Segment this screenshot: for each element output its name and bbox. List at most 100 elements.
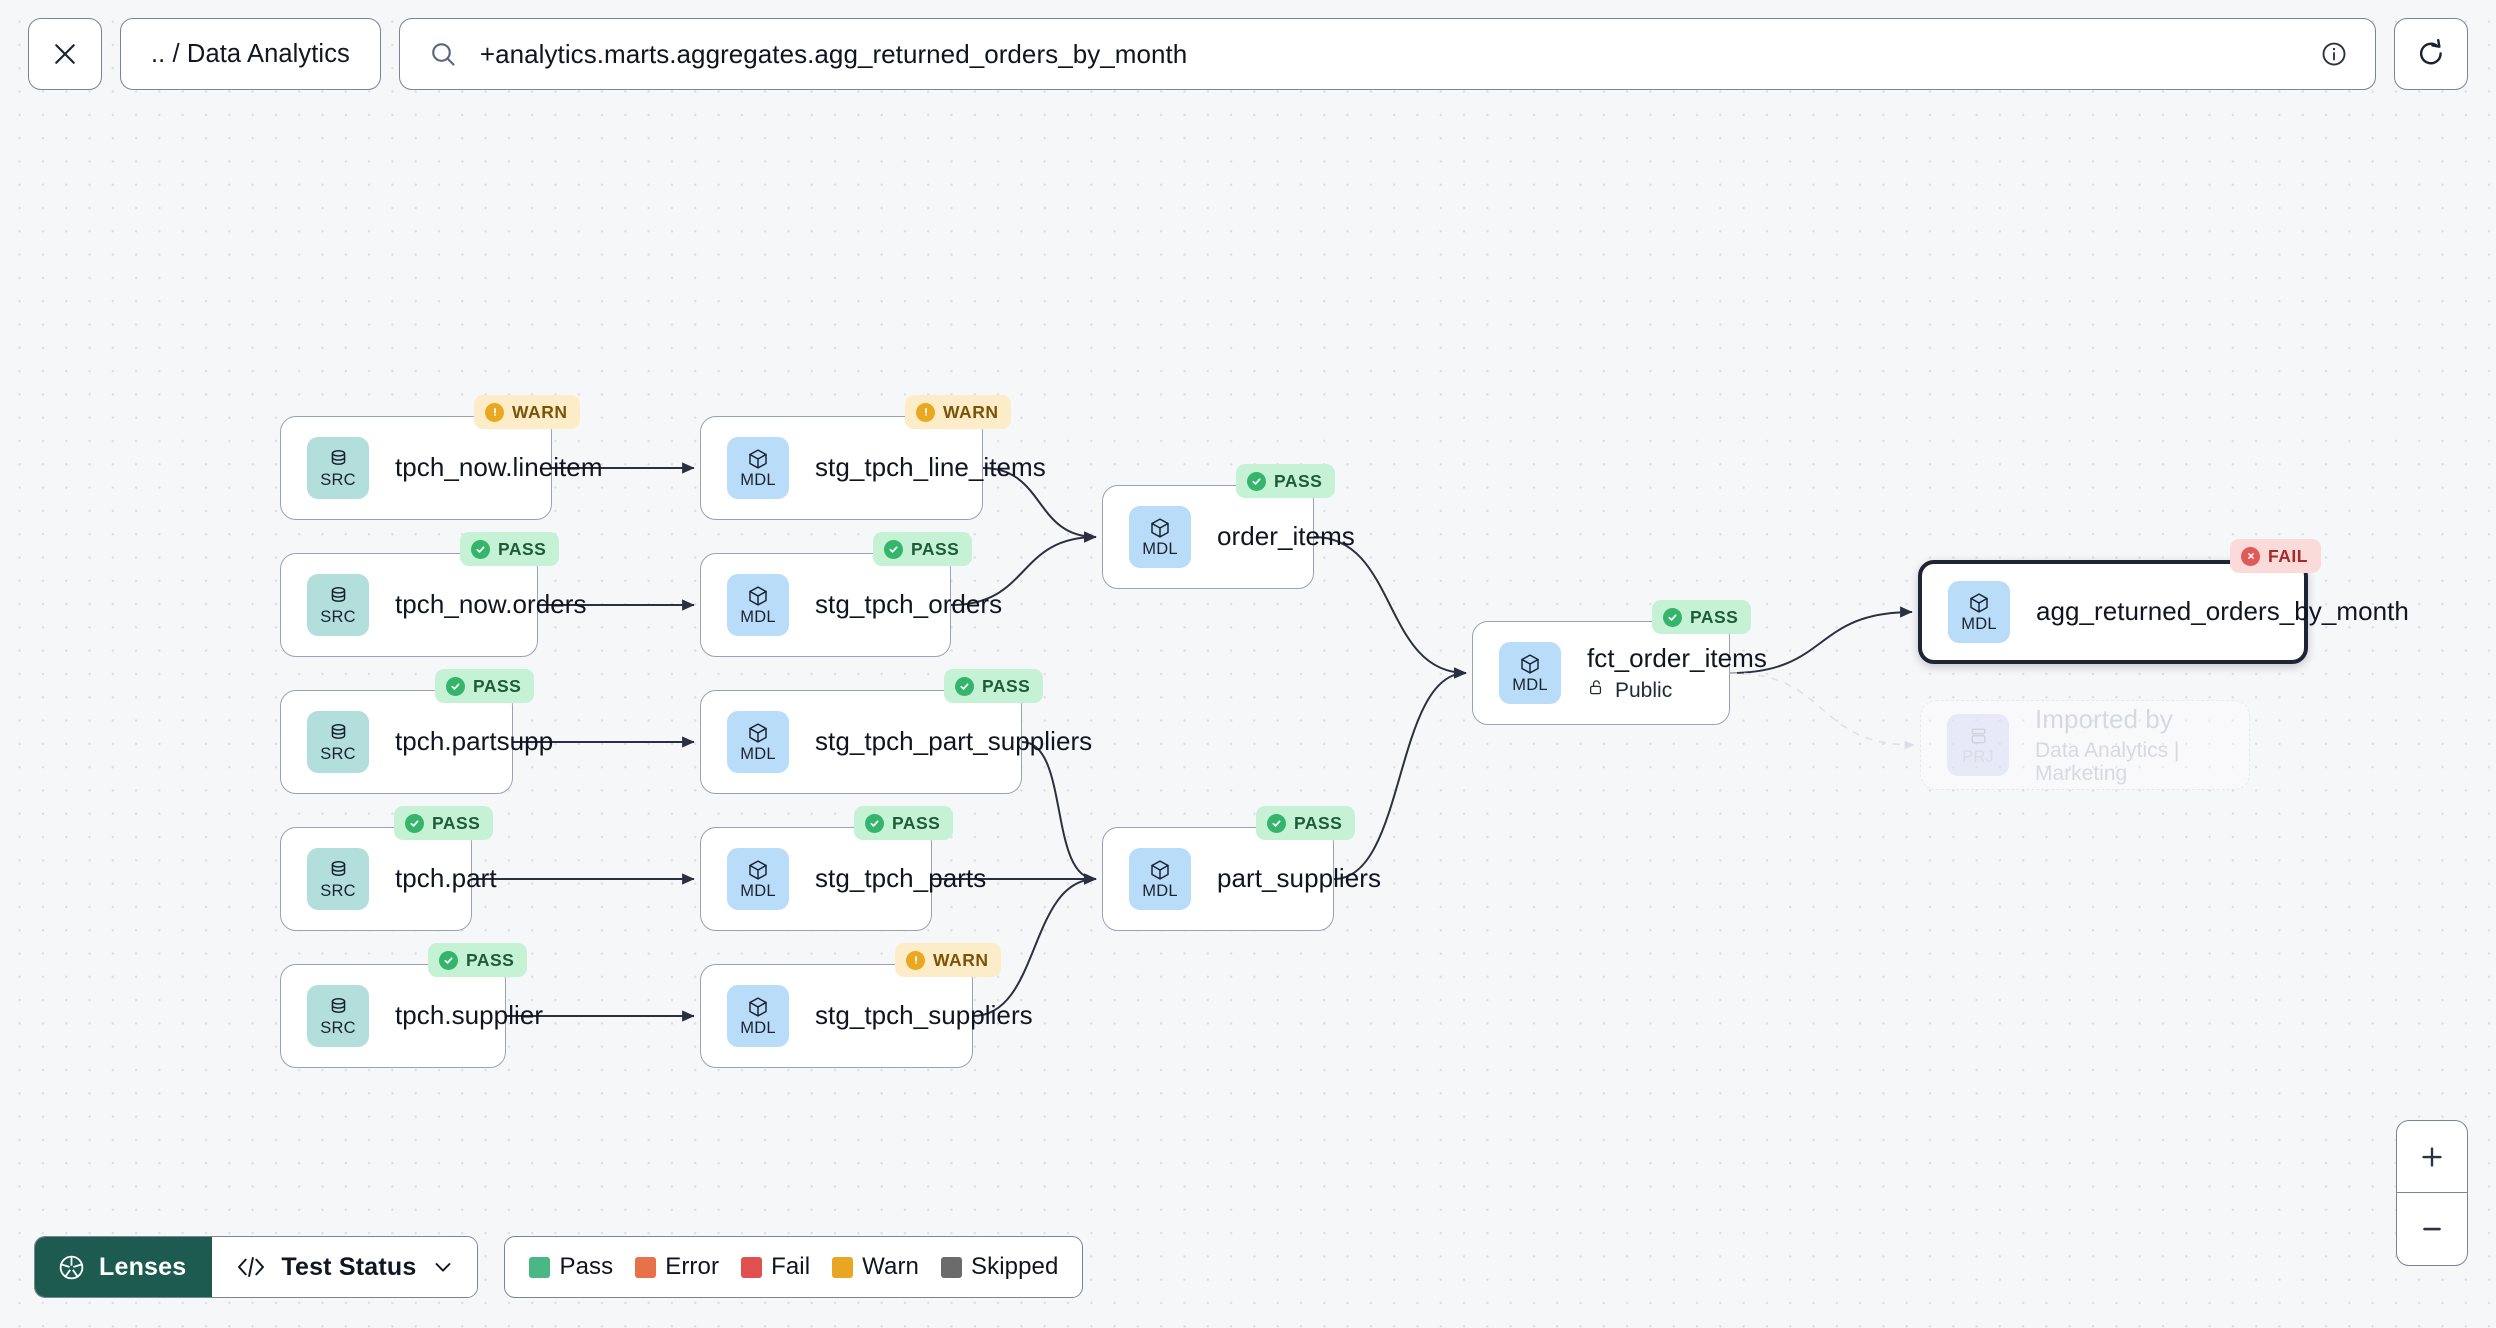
status-legend: Pass Error Fail Warn Skipped bbox=[504, 1236, 1084, 1298]
legend-swatch bbox=[941, 1256, 963, 1278]
status-badge-warn: WARN bbox=[905, 395, 1012, 429]
mdl-type-chip: MDL bbox=[1948, 581, 2010, 643]
mdl-type-chip: MDL bbox=[727, 574, 789, 636]
node-subtitle-row: Data Analytics | Marketing bbox=[2035, 739, 2223, 785]
lenses-label: Lenses bbox=[99, 1252, 187, 1281]
zoom-controls bbox=[2396, 1120, 2468, 1266]
mdl-type-chip: MDL bbox=[727, 848, 789, 910]
code-icon bbox=[236, 1254, 266, 1280]
legend-label: Fail bbox=[771, 1253, 811, 1280]
legend-swatch bbox=[635, 1256, 657, 1278]
node-title: agg_returned_orders_by_month bbox=[2036, 596, 2409, 627]
node-type-label: MDL bbox=[1961, 615, 1997, 634]
node-title: stg_tpch_parts bbox=[815, 863, 987, 894]
status-badge-warn: WARN bbox=[895, 943, 1002, 977]
status-icon bbox=[485, 402, 504, 422]
legend-label: Skipped bbox=[971, 1253, 1059, 1280]
legend-swatch bbox=[832, 1256, 854, 1278]
src-type-chip: SRC bbox=[307, 985, 369, 1047]
refresh-button[interactable] bbox=[2394, 18, 2468, 90]
status-icon bbox=[439, 950, 458, 970]
node-subtitle-row: Public bbox=[1587, 678, 1703, 702]
graph-node-src_lineitem[interactable]: SRC tpch_now.lineitem bbox=[280, 416, 603, 520]
node-text: stg_tpch_line_items bbox=[815, 452, 1046, 483]
legend-item-pass[interactable]: Pass bbox=[529, 1253, 613, 1281]
breadcrumb[interactable]: .. / Data Analytics bbox=[120, 18, 381, 90]
legend-item-warn[interactable]: Warn bbox=[832, 1253, 919, 1281]
zoom-in-button[interactable] bbox=[2397, 1121, 2467, 1193]
node-text: tpch_now.orders bbox=[395, 590, 586, 619]
node-type-label: SRC bbox=[320, 470, 356, 489]
status-label: FAIL bbox=[2268, 545, 2308, 566]
node-title: part_suppliers bbox=[1217, 863, 1382, 894]
zoom-out-button[interactable] bbox=[2397, 1193, 2467, 1265]
status-badge-pass: PASS bbox=[435, 669, 535, 703]
node-text: part_suppliers bbox=[1217, 863, 1382, 894]
legend-item-skipped[interactable]: Skipped bbox=[941, 1253, 1058, 1281]
legend-item-error[interactable]: Error bbox=[635, 1253, 719, 1281]
status-icon bbox=[1663, 607, 1682, 627]
graph-node-part_suppliers[interactable]: MDL part_suppliers bbox=[1102, 827, 1382, 931]
graph-node-src_part[interactable]: SRC tpch.part bbox=[280, 827, 497, 931]
status-icon bbox=[906, 950, 925, 970]
node-type-label: MDL bbox=[1142, 882, 1178, 901]
info-icon[interactable] bbox=[2319, 39, 2349, 69]
lenses-button[interactable]: Lenses bbox=[35, 1237, 213, 1297]
legend-swatch bbox=[741, 1256, 763, 1278]
graph-node-src_supplier[interactable]: SRC tpch.supplier bbox=[280, 964, 543, 1068]
node-type-label: SRC bbox=[320, 881, 356, 900]
minus-icon bbox=[2417, 1214, 2447, 1244]
status-icon bbox=[916, 402, 935, 422]
node-text: tpch.part bbox=[395, 864, 497, 893]
graph-node-stg_orders[interactable]: MDL stg_tpch_orders bbox=[700, 553, 1003, 657]
node-text: order_items bbox=[1217, 522, 1355, 551]
search-input[interactable]: +analytics.marts.aggregates.agg_returned… bbox=[398, 18, 2376, 90]
node-title: stg_tpch_orders bbox=[815, 589, 1003, 620]
search-value[interactable]: +analytics.marts.aggregates.agg_returned… bbox=[479, 38, 1188, 69]
graph-node-order_items[interactable]: MDL order_items bbox=[1102, 485, 1355, 589]
status-icon bbox=[405, 813, 424, 833]
node-type-label: PRJ bbox=[1962, 747, 1994, 766]
node-text: tpch_now.lineitem bbox=[395, 452, 603, 483]
node-title: stg_tpch_part_suppliers bbox=[815, 726, 1093, 757]
src-type-chip: SRC bbox=[307, 848, 369, 910]
close-button[interactable] bbox=[28, 18, 102, 90]
node-type-label: MDL bbox=[1512, 676, 1548, 695]
node-type-label: MDL bbox=[740, 745, 776, 764]
status-icon bbox=[884, 539, 903, 559]
node-text: tpch.supplier bbox=[395, 1001, 543, 1030]
node-title: tpch_now.lineitem bbox=[395, 452, 603, 483]
status-badge-pass: PASS bbox=[1256, 806, 1356, 840]
status-icon bbox=[446, 676, 465, 696]
node-text: stg_tpch_orders bbox=[815, 589, 1003, 620]
status-label: PASS bbox=[432, 812, 481, 833]
graph-node-agg_returned[interactable]: MDL agg_returned_orders_by_month bbox=[1918, 560, 2409, 664]
graph-node-stg_parts[interactable]: MDL stg_tpch_parts bbox=[700, 827, 987, 931]
node-text: fct_order_items Public bbox=[1587, 642, 1767, 702]
graph-node-stg_part_supp[interactable]: MDL stg_tpch_part_suppliers bbox=[700, 690, 1093, 794]
node-type-label: MDL bbox=[1142, 540, 1178, 559]
status-badge-pass: PASS bbox=[394, 806, 494, 840]
legend-label: Warn bbox=[862, 1253, 920, 1280]
edge-part_suppliers-to-fct_order_items bbox=[1333, 667, 1467, 880]
node-title: fct_order_items bbox=[1587, 642, 1767, 673]
status-badge-pass: PASS bbox=[854, 806, 954, 840]
legend-item-fail[interactable]: Fail bbox=[741, 1253, 810, 1281]
status-icon bbox=[955, 676, 974, 696]
graph-node-fct_order_items[interactable]: MDL fct_order_items Public bbox=[1472, 621, 1767, 725]
node-title: stg_tpch_line_items bbox=[815, 452, 1046, 483]
status-label: WARN bbox=[512, 401, 568, 422]
test-status-dropdown[interactable]: Test Status bbox=[212, 1237, 478, 1297]
node-type-label: MDL bbox=[740, 1019, 776, 1038]
status-label: WARN bbox=[933, 949, 989, 970]
status-badge-pass: PASS bbox=[428, 943, 528, 977]
